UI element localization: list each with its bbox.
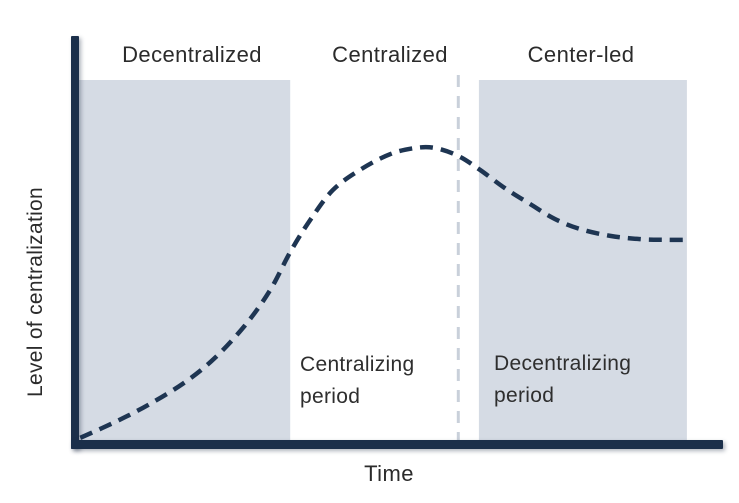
phase-label-center-led: Center-led [527, 42, 635, 67]
y-axis-label: Level of centralization [24, 186, 47, 398]
phase-region-decentralized [79, 80, 291, 442]
annotation-centralizing-period: Centralizing period [300, 353, 415, 408]
phase-label-centralized: Centralized [332, 42, 448, 67]
x-axis-label: Time [364, 461, 414, 486]
phase-region-center-led [478, 80, 687, 442]
annotation-decentralizing-period: Decentralizing period [494, 352, 632, 407]
centralization-curve [79, 144, 687, 440]
y-axis-bar [71, 36, 79, 449]
phase-label-decentralized: Decentralized [122, 42, 262, 67]
x-axis-bar [71, 440, 723, 449]
